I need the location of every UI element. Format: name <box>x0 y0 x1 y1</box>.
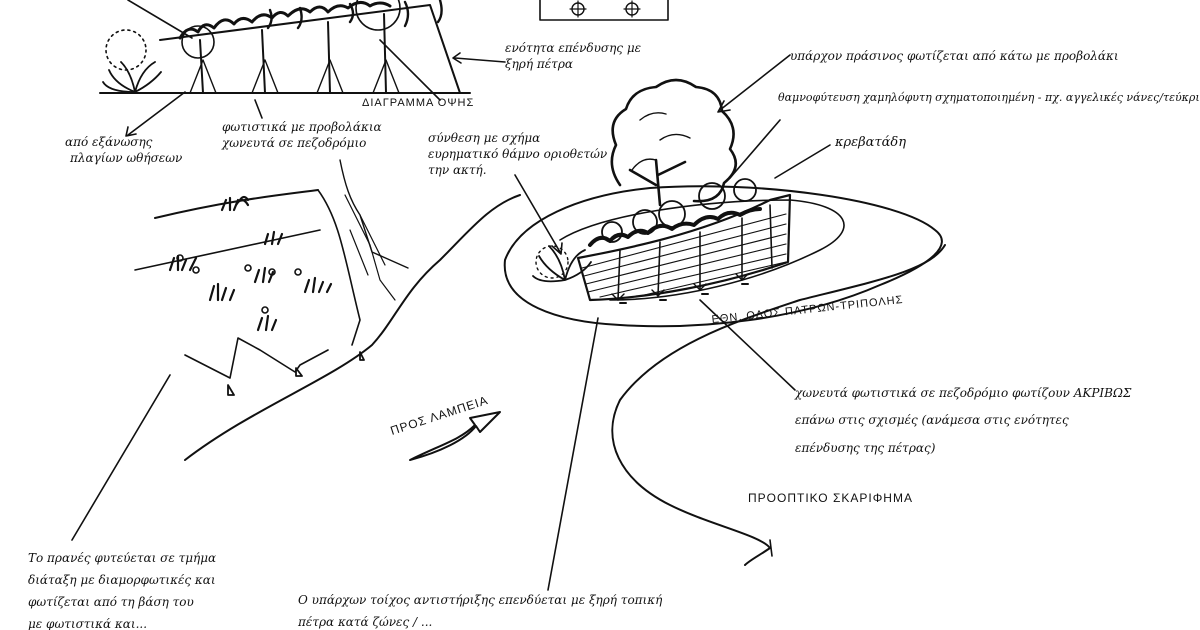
leader-arrow <box>452 52 506 64</box>
annotations: ενότητα επένδυσης με ξηρή πέτρα ΔΙΑΓΡΑΜΜ… <box>28 41 1200 630</box>
leader-arrow <box>717 54 791 113</box>
slope-flower <box>176 254 184 262</box>
label-composition-2: ευρηματικό θάμνο οριοθετών <box>428 147 607 161</box>
island-tree-trunk <box>628 158 687 207</box>
island-agave <box>532 245 592 283</box>
elevation-diagram <box>99 0 669 94</box>
elevation-plant <box>102 61 162 93</box>
label-perspective-title: ΠΡΟΟΠΤΙΚΟ ΣΚΑΡΙΦΗΜΑ <box>748 491 913 505</box>
slope-plant-clump <box>256 314 278 332</box>
leader-arrow <box>379 39 441 101</box>
slope-ridge-line <box>134 229 321 271</box>
island-planter-inner <box>559 199 845 301</box>
leader-arrow <box>127 0 193 39</box>
island-shrub <box>658 200 686 228</box>
label-bottom-left-3: φωτίζεται από τη βάση του <box>28 595 194 609</box>
label-recessed-1: χωνευτά φωτιστικά σε πεζοδρόμιο φωτίζουν… <box>794 386 1132 400</box>
elevation-dotted-shrub <box>105 29 147 71</box>
label-section-title: ΔΙΑΓΡΑΜΜΑ ΟΨΗΣ <box>362 97 474 109</box>
label-recessed-2: επάνω στις σχισμές (ανάμεσα στις ενότητε… <box>795 413 1069 427</box>
label-stone-cladding-2: ξηρή πέτρα <box>505 57 573 71</box>
leader-arrow <box>699 299 796 391</box>
label-bottom-center-1: Ο υπάρχων τοίχος αντιστήριξης επενδύεται… <box>298 593 663 607</box>
island-outline <box>503 185 943 328</box>
island-wall-beam-arrow <box>611 273 749 301</box>
slope-flower <box>268 268 276 276</box>
leader-arrow <box>774 144 831 179</box>
elevation-tree-circle <box>355 0 401 31</box>
slope-contour <box>184 337 329 379</box>
island-tree-canopy <box>610 78 738 203</box>
label-recessed-3: επένδυσης της πέτρας) <box>795 441 936 455</box>
slope-boundary <box>339 159 409 269</box>
island-tree-canopy-inner <box>631 112 691 171</box>
slope-flower <box>261 306 269 314</box>
slope-plant-clump <box>220 195 250 212</box>
island-ground-light <box>619 283 749 304</box>
island-dotted-shrub <box>535 245 569 279</box>
label-bottom-left-4: με φωτιστικά και... <box>28 617 147 630</box>
island-shrub <box>698 182 726 210</box>
island-top-planting <box>588 207 762 247</box>
label-stone-cladding-1: ενότητα επένδυσης με <box>505 41 641 55</box>
island-shrub <box>733 178 757 202</box>
elevation-tree-circle <box>181 25 215 59</box>
island-wall-beam <box>617 204 773 301</box>
label-direction: ΠΡΟΣ ΛΑΜΠΕΙΑ <box>389 393 490 438</box>
label-grass: κρεβατάδη <box>834 135 906 150</box>
slope-flower <box>192 266 200 274</box>
label-shrubs-1: από εξάνωσης <box>65 135 153 149</box>
slope-sketch <box>134 159 521 461</box>
label-composition-1: σύνθεση με σχήμα <box>428 131 540 145</box>
elevation-wall-top <box>159 4 461 94</box>
elevation-inset-box <box>539 0 669 21</box>
label-shrubs-2: πλαγίων ωθήσεων <box>69 151 182 165</box>
elevation-light-beam <box>189 59 217 94</box>
island-wall-hatching <box>581 213 787 298</box>
road-edge-right-inner <box>769 539 773 557</box>
leader-arrow <box>71 374 171 541</box>
leader-arrow <box>729 119 781 179</box>
road-edge-left <box>184 194 521 461</box>
label-uplights-1: φωτιστικά με προβολάκια <box>222 120 382 134</box>
elevation-foliage <box>178 1 392 40</box>
leader-arrow <box>514 174 563 255</box>
slope-plant-clump <box>168 254 198 272</box>
island-shrub <box>632 209 658 235</box>
slope-plant-clump <box>263 230 284 246</box>
slope-light-marker <box>227 351 365 396</box>
leader-arrow <box>125 91 186 137</box>
elevation-post <box>199 39 204 94</box>
island-shrub <box>601 221 623 243</box>
elevation-post <box>383 13 387 94</box>
elevation-post <box>261 29 266 94</box>
slope-flower <box>294 268 302 276</box>
leader-arrow <box>547 317 599 591</box>
slope-plant-clump <box>208 282 236 302</box>
slope-edge <box>317 189 361 346</box>
slope-plant-clump <box>253 266 275 284</box>
slope-flower <box>244 264 252 272</box>
road-edge-right <box>611 244 946 566</box>
label-bottom-left-1: Το πρανές φυτεύεται σε τμήμα <box>28 551 216 565</box>
elevation-light-beam <box>372 59 400 94</box>
elevation-post <box>327 21 331 94</box>
leader-arrow <box>254 99 263 119</box>
elevation-light-beam <box>251 59 279 94</box>
slope-upper-edge <box>154 189 319 219</box>
label-bottom-left-2: διάταξη με διαμορφωτικές και <box>28 573 216 587</box>
label-existing-trees: υπάρχον πράσινος φωτίζεται από κάτω με π… <box>790 49 1119 63</box>
elevation-light-beam <box>316 59 344 94</box>
elevation-foliage-drip <box>266 0 443 30</box>
label-bottom-center-2: πέτρα κατά ζώνες / ... <box>297 615 432 629</box>
slope-plant-clump <box>303 276 333 294</box>
label-shrub-planting: θαμνοφύτευση χαμηλόφυτη σχηματοποιημένη … <box>778 91 1200 104</box>
direction-arrow-icon <box>409 411 501 461</box>
island-perspective <box>503 78 943 328</box>
inset-light-cross <box>569 0 641 18</box>
label-uplights-2: χωνευτά σε πεζοδρόμιο <box>221 136 366 150</box>
label-composition-3: την ακτή. <box>428 163 487 177</box>
